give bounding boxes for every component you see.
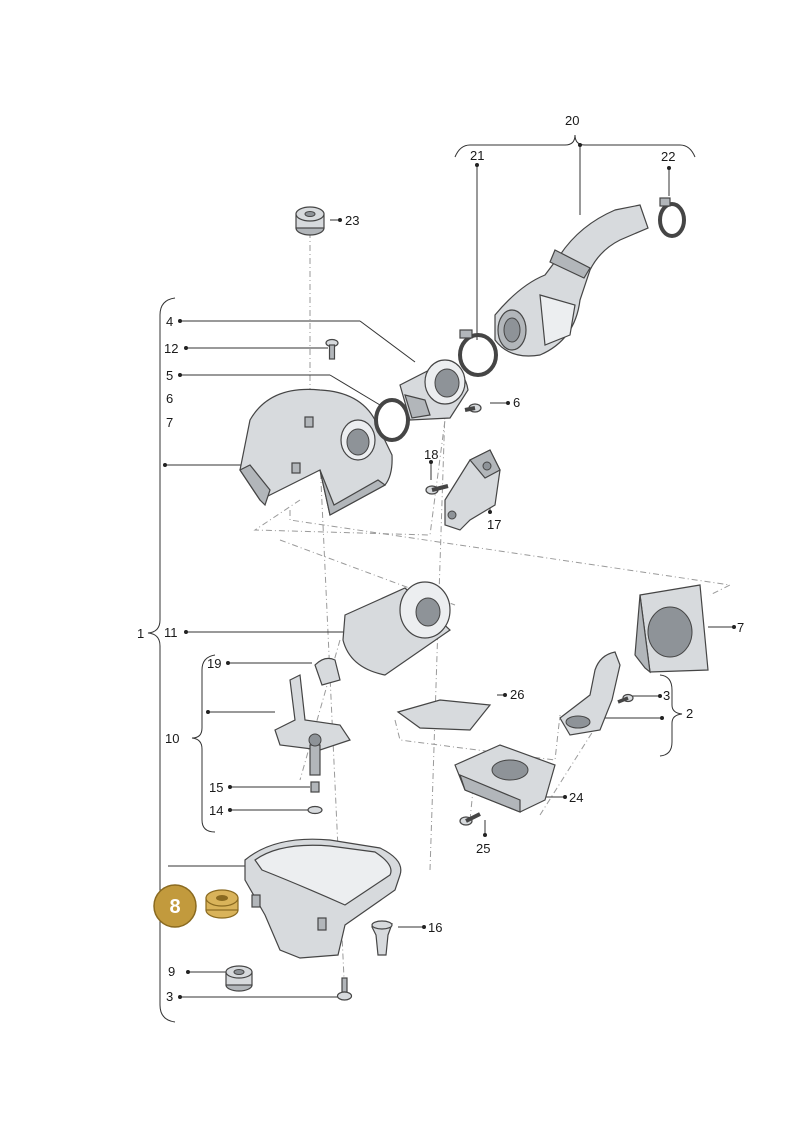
part-grommet-8-highlighted xyxy=(205,889,239,919)
part-intake-hose-20 xyxy=(494,204,649,357)
label-15: 15 xyxy=(209,780,223,795)
label-6-right: 6 xyxy=(513,395,520,410)
label-21: 21 xyxy=(470,148,484,163)
label-2: 2 xyxy=(686,706,693,721)
assembly-dash-lines xyxy=(253,232,732,1001)
leader-lines xyxy=(165,145,734,998)
part-air-filter-cover xyxy=(239,388,393,516)
label-26: 26 xyxy=(510,687,524,702)
label-4: 4 xyxy=(166,314,173,329)
part-screw-3-upper xyxy=(617,693,634,704)
label-20: 20 xyxy=(565,113,579,128)
callout-badge-8: 8 xyxy=(153,884,197,928)
part-air-duct-7 xyxy=(634,584,709,674)
part-screw-6 xyxy=(464,403,482,413)
label-11: 11 xyxy=(164,625,178,640)
label-3-lower: 3 xyxy=(166,989,173,1004)
label-7-right: 7 xyxy=(737,620,744,635)
part-grommet-top xyxy=(295,206,325,236)
part-o-ring-5 xyxy=(374,398,410,442)
part-screw-3-lower xyxy=(336,977,353,1001)
label-3-upper: 3 xyxy=(663,688,670,703)
part-bracket-17 xyxy=(444,449,501,531)
part-washer-14 xyxy=(307,805,323,815)
label-22: 22 xyxy=(661,149,675,164)
label-6-left: 6 xyxy=(166,391,173,406)
label-7-left: 7 xyxy=(166,415,173,430)
label-16: 16 xyxy=(428,920,442,935)
label-12: 12 xyxy=(164,341,178,356)
group-brackets xyxy=(147,134,696,1023)
callout-badge-number: 8 xyxy=(169,896,180,918)
label-25: 25 xyxy=(476,841,490,856)
part-filter-element-11 xyxy=(342,581,451,676)
part-air-hose-2 xyxy=(559,651,621,736)
part-hose-clamp-21 xyxy=(458,329,498,377)
part-support-24 xyxy=(454,744,556,813)
part-screw-18 xyxy=(425,484,449,495)
part-air-filter-housing-lower xyxy=(244,838,402,959)
label-9: 9 xyxy=(168,964,175,979)
label-24: 24 xyxy=(569,790,583,805)
part-screw-12 xyxy=(325,338,339,360)
part-cover-plate-26 xyxy=(396,699,492,731)
label-1: 1 xyxy=(137,626,144,641)
label-14: 14 xyxy=(209,803,223,818)
part-clip-16 xyxy=(371,920,393,956)
label-17: 17 xyxy=(487,517,501,532)
part-cap-19 xyxy=(314,657,341,686)
label-5: 5 xyxy=(166,368,173,383)
part-connector-4 xyxy=(399,359,469,421)
part-cap-15 xyxy=(310,781,320,793)
label-23: 23 xyxy=(345,213,359,228)
part-number-labels: 1 2 3 3 4 5 6 6 7 7 9 10 11 12 14 15 16 … xyxy=(137,113,744,1004)
part-hose-clamp-22 xyxy=(658,197,686,238)
part-grommet-9 xyxy=(225,965,253,992)
leader-dots xyxy=(163,143,736,999)
part-screw-25 xyxy=(459,812,481,826)
label-18: 18 xyxy=(424,447,438,462)
part-valve-10 xyxy=(274,674,351,776)
label-10: 10 xyxy=(165,731,179,746)
label-19: 19 xyxy=(207,656,221,671)
